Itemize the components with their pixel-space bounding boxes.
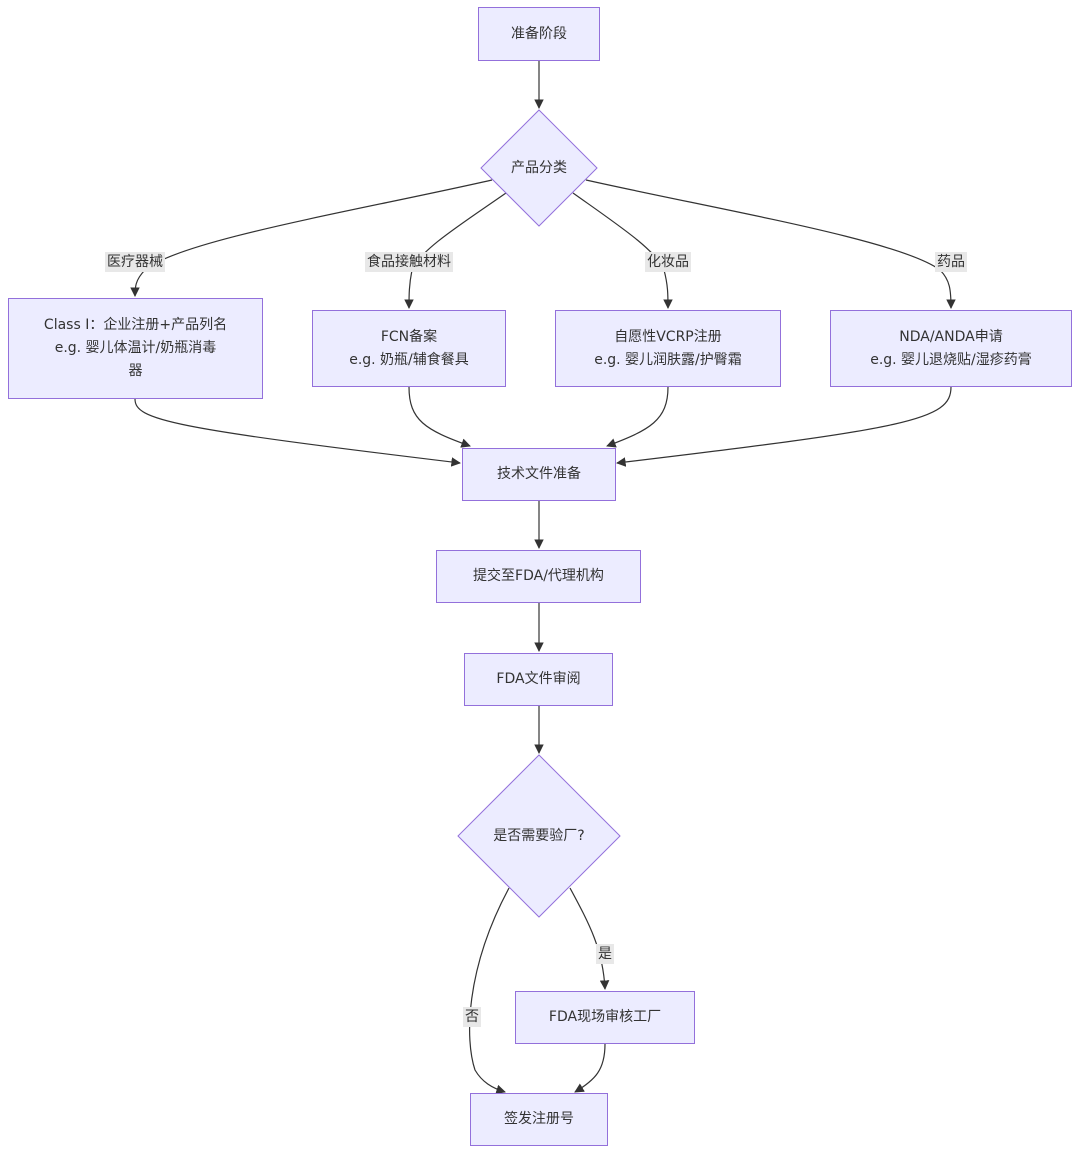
- inspect-question-text: 是否需要验厂?: [493, 828, 585, 844]
- edge-label-medical: 医疗器械: [105, 252, 165, 272]
- edge-classify-medical: [130, 179, 493, 297]
- prep-node: 准备阶段: [478, 7, 600, 61]
- review-node: FDA文件审阅: [464, 653, 613, 706]
- edge-label-drug: 药品: [935, 252, 967, 272]
- edge-label-yes: 是: [596, 944, 614, 964]
- edge-classify-nda: [585, 179, 956, 309]
- edge-classify-vcrp: [572, 192, 673, 309]
- edge-label-food: 食品接触材料: [365, 252, 453, 272]
- inspect-question-diamond: [457, 754, 621, 918]
- submit-node: 提交至FDA/代理机构: [436, 550, 641, 603]
- fcn-node: FCN备案 e.g. 奶瓶/辅食餐具: [312, 310, 506, 387]
- edge-question-issue-no: [469, 887, 510, 1095]
- edge-label-no: 否: [463, 1007, 481, 1027]
- edge-inspect-issue: [574, 1043, 606, 1093]
- vcrp-node: 自愿性VCRP注册 e.g. 婴儿润肤露/护臀霜: [555, 310, 781, 387]
- nda-node: NDA/ANDA申请 e.g. 婴儿退烧贴/湿疹药膏: [830, 310, 1072, 387]
- edge-nda-techdoc: [616, 386, 952, 467]
- medical-device-node: Class I：企业注册+产品列名 e.g. 婴儿体温计/奶瓶消毒 器: [8, 298, 263, 399]
- classify-text: 产品分类: [511, 160, 567, 176]
- edge-label-cosmetic: 化妆品: [645, 252, 691, 272]
- edge-classify-fcn: [404, 192, 507, 309]
- techdoc-node: 技术文件准备: [462, 448, 616, 501]
- classify-diamond: [480, 109, 598, 227]
- factory-inspection-node: FDA现场审核工厂: [515, 991, 695, 1044]
- edge-fcn-techdoc: [408, 386, 471, 448]
- edge-question-inspect: [569, 887, 610, 990]
- edge-medical-techdoc: [134, 398, 461, 467]
- issue-registration-node: 签发注册号: [470, 1093, 608, 1146]
- edge-vcrp-techdoc: [606, 386, 669, 448]
